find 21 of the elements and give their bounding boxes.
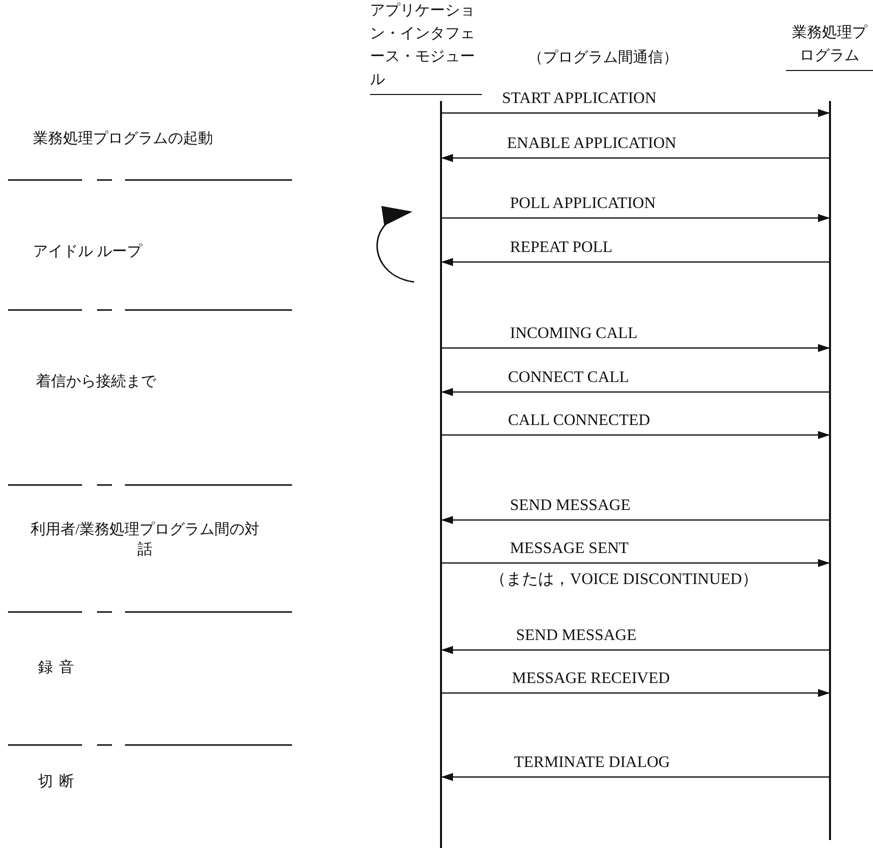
phase-label: 着信から接続まで bbox=[36, 372, 156, 392]
message-arrow bbox=[441, 344, 830, 352]
message-arrow bbox=[441, 388, 830, 396]
message-arrow bbox=[441, 214, 830, 222]
lifeline-header: アプリケーション・インタフェース・モジュール bbox=[370, 0, 482, 95]
message-arrow bbox=[441, 109, 830, 117]
phase-label: 業務処理プログラムの起動 bbox=[33, 129, 213, 149]
lifeline-header: 業務処理プログラム bbox=[786, 22, 873, 71]
phase-label: 切断 bbox=[38, 772, 80, 792]
phase-label: 録音 bbox=[38, 658, 80, 678]
message-arrow bbox=[441, 773, 830, 781]
message-arrow bbox=[441, 689, 830, 697]
message-arrow bbox=[441, 154, 830, 162]
phase-label: アイドル ループ bbox=[33, 242, 142, 262]
header-note: （プログラム間通信） bbox=[528, 48, 678, 68]
message-arrow bbox=[441, 258, 830, 266]
message-arrow bbox=[441, 646, 830, 654]
message-arrow bbox=[441, 559, 830, 567]
message-arrow bbox=[441, 431, 830, 439]
message-arrow bbox=[441, 516, 830, 524]
phase-label: 利用者/業務処理プログラム間の対話 bbox=[30, 520, 260, 560]
